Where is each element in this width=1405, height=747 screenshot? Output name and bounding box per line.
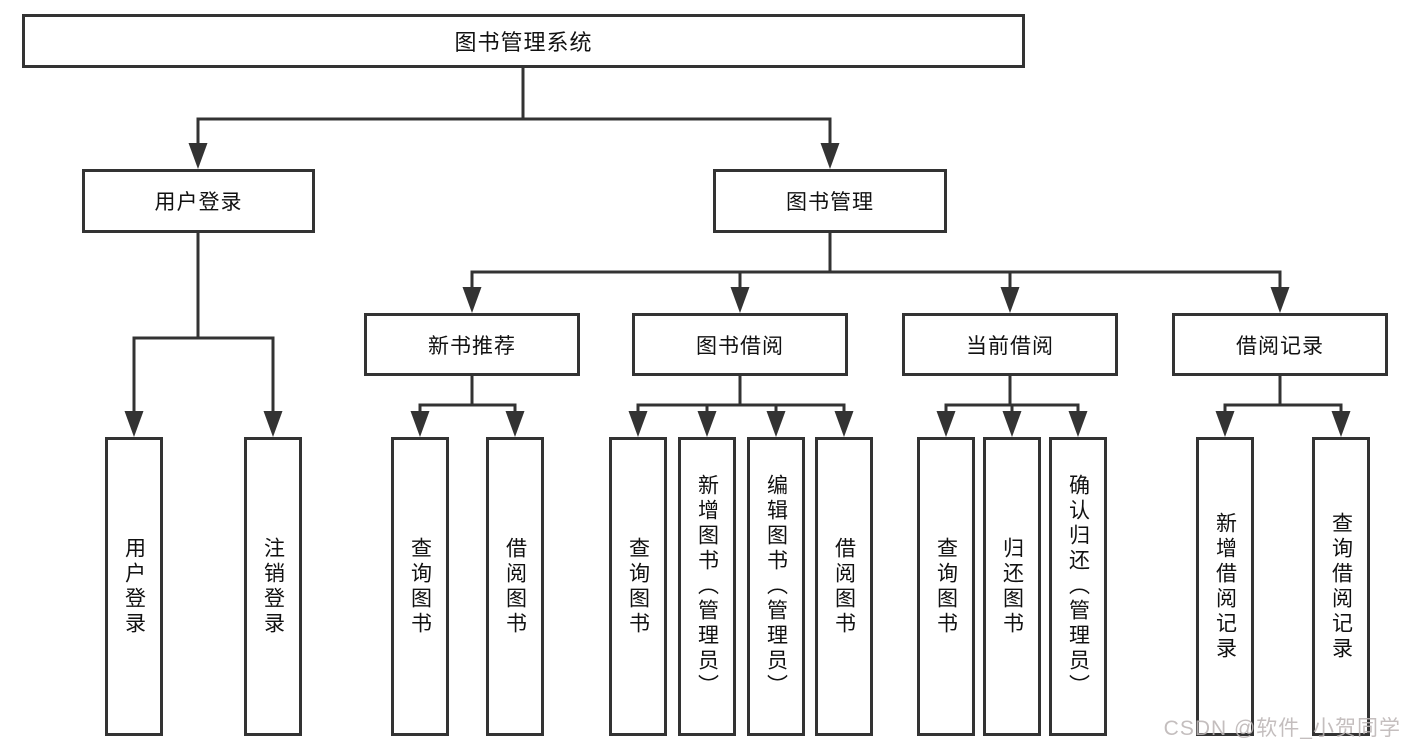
node-label: 新增图书（管理员） [695, 474, 719, 699]
arrowhead-icon [936, 411, 956, 437]
node-label: 图书管理系统 [454, 30, 593, 55]
node-label: 查询图书 [626, 536, 650, 637]
node-label: 当前借阅 [966, 334, 1054, 358]
node-new-book-recommend: 新书推荐 [364, 313, 580, 376]
arrowhead-icon [505, 411, 525, 437]
node-user-login: 用户登录 [82, 169, 315, 233]
node-label: 注销登录 [261, 536, 285, 637]
leaf-bb-borrow-books: 借阅图书 [815, 437, 873, 736]
node-book-borrowing: 图书借阅 [632, 313, 848, 376]
node-label: 用户登录 [122, 536, 146, 637]
leaf-cb-return-books: 归还图书 [983, 437, 1041, 736]
node-label: 图书借阅 [696, 334, 784, 358]
arrowhead-icon [410, 411, 430, 437]
node-current-borrowing: 当前借阅 [902, 313, 1118, 376]
leaf-br-query-record: 查询借阅记录 [1312, 437, 1370, 736]
leaf-bb-query-books: 查询图书 [609, 437, 667, 736]
arrowhead-icon [1000, 287, 1020, 313]
node-label: 编辑图书（管理员） [764, 474, 788, 699]
leaf-cb-confirm-return-admin: 确认归还（管理员） [1049, 437, 1107, 736]
node-label: 归还图书 [1000, 536, 1024, 637]
arrowhead-icon [766, 411, 786, 437]
arrowhead-icon [1331, 411, 1351, 437]
node-label: 借阅记录 [1236, 334, 1324, 358]
node-label: 用户登录 [154, 191, 243, 214]
leaf-br-add-record: 新增借阅记录 [1196, 437, 1254, 736]
arrowhead-icon [820, 143, 840, 169]
node-label: 图书管理 [786, 191, 874, 214]
node-label: 新书推荐 [428, 334, 516, 358]
arrowhead-icon [263, 411, 283, 437]
node-book-management: 图书管理 [713, 169, 947, 233]
arrowhead-icon [628, 411, 648, 437]
arrowhead-icon [730, 287, 750, 313]
leaf-bb-add-books-admin: 新增图书（管理员） [678, 437, 736, 736]
arrowhead-icon [1068, 411, 1088, 437]
arrowhead-icon [1270, 287, 1290, 313]
leaf-nb-borrow-books: 借阅图书 [486, 437, 544, 736]
leaf-bb-edit-books-admin: 编辑图书（管理员） [747, 437, 805, 736]
arrowhead-icon [1215, 411, 1235, 437]
node-label: 确认归还（管理员） [1066, 474, 1090, 699]
arrowhead-icon [124, 411, 144, 437]
arrowhead-icon [1002, 411, 1022, 437]
csdn-watermark: CSDN @软件_小贺同学 [1163, 717, 1401, 740]
arrowhead-icon [697, 411, 717, 437]
leaf-user-login: 用户登录 [105, 437, 163, 736]
node-borrow-records: 借阅记录 [1172, 313, 1388, 376]
node-label: 查询借阅记录 [1329, 511, 1353, 662]
node-label: 新增借阅记录 [1213, 511, 1237, 662]
arrowhead-icon [462, 287, 482, 313]
node-label: 借阅图书 [503, 536, 527, 637]
node-label: 查询图书 [408, 536, 432, 637]
leaf-cb-query-books: 查询图书 [917, 437, 975, 736]
leaf-nb-query-books: 查询图书 [391, 437, 449, 736]
arrowhead-icon [834, 411, 854, 437]
leaf-logout-login: 注销登录 [244, 437, 302, 736]
node-label: 借阅图书 [832, 536, 856, 637]
node-label: 查询图书 [934, 536, 958, 637]
node-library-management-system: 图书管理系统 [22, 14, 1025, 68]
arrowhead-icon [188, 143, 208, 169]
